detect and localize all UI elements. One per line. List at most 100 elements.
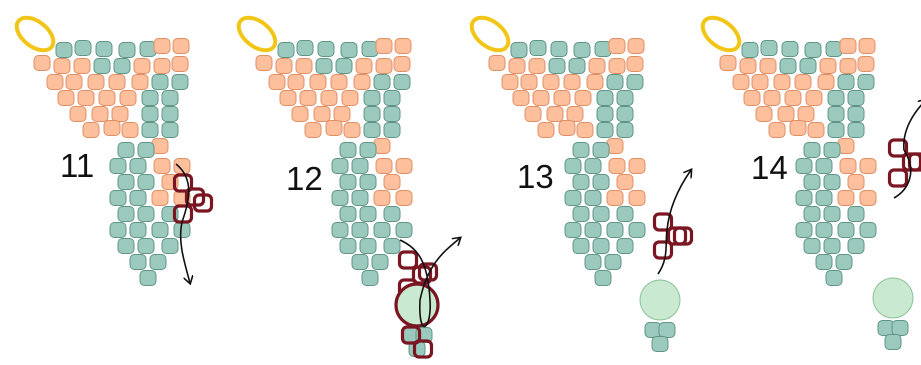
teal-bead bbox=[823, 174, 841, 190]
teal-bead bbox=[361, 270, 379, 286]
teal-bead bbox=[572, 142, 590, 158]
teal-bead bbox=[139, 270, 157, 286]
teal-bead bbox=[781, 41, 799, 57]
peach-bead bbox=[295, 58, 313, 74]
teal-bead bbox=[363, 90, 381, 106]
peach-bead bbox=[309, 74, 327, 90]
peach-bead bbox=[275, 58, 293, 74]
teal-bead bbox=[859, 222, 877, 238]
peach-bead bbox=[393, 56, 411, 72]
peach-bead bbox=[394, 38, 412, 54]
peach-bead bbox=[847, 174, 865, 190]
teal-bead bbox=[823, 142, 841, 158]
teal-bead bbox=[373, 222, 391, 238]
peach-bead bbox=[739, 58, 757, 74]
peach-bead bbox=[151, 190, 169, 206]
teal-bead bbox=[129, 158, 147, 174]
peach-bead bbox=[395, 158, 413, 174]
peach-bead bbox=[608, 158, 626, 174]
accent-bead bbox=[666, 226, 688, 246]
teal-bead bbox=[141, 106, 159, 122]
teal-bead bbox=[93, 58, 111, 74]
pearl-bead bbox=[394, 282, 440, 328]
step-panel-14 bbox=[700, 15, 921, 350]
teal-bead bbox=[339, 206, 357, 222]
peach-bead bbox=[797, 106, 815, 122]
peach-bead bbox=[566, 106, 584, 122]
teal-bead bbox=[339, 142, 357, 158]
teal-bead bbox=[815, 222, 833, 238]
teal-bead bbox=[161, 238, 179, 254]
accent-bead bbox=[887, 138, 909, 158]
peach-bead bbox=[153, 158, 171, 174]
peach-bead bbox=[628, 158, 646, 174]
teal-bead bbox=[626, 74, 644, 90]
peach-bead bbox=[501, 74, 519, 90]
peach-bead bbox=[794, 74, 812, 90]
peach-bead bbox=[743, 90, 761, 106]
teal-bead bbox=[383, 206, 401, 222]
step-label-13: 13 bbox=[517, 158, 554, 195]
peach-bead bbox=[375, 38, 393, 54]
teal-bead bbox=[835, 254, 853, 270]
teal-bead bbox=[606, 74, 624, 90]
peach-bead bbox=[588, 58, 606, 74]
peach-bead bbox=[576, 122, 594, 138]
teal-bead bbox=[584, 254, 602, 270]
teal-bead bbox=[651, 336, 669, 352]
teal-bead bbox=[137, 174, 155, 190]
accent-bead bbox=[901, 152, 921, 172]
peach-bead bbox=[304, 122, 322, 138]
peach-bead bbox=[628, 190, 646, 206]
peach-bead bbox=[773, 74, 791, 90]
teal-bead bbox=[827, 90, 845, 106]
teal-bead bbox=[340, 42, 358, 58]
teal-bead bbox=[55, 42, 73, 58]
peach-bead bbox=[819, 58, 837, 74]
teal-bead bbox=[550, 41, 568, 57]
peach-bead bbox=[119, 90, 137, 106]
peach-bead bbox=[343, 122, 361, 138]
teal-bead bbox=[592, 206, 610, 222]
peach-bead bbox=[532, 90, 550, 106]
peach-bead bbox=[325, 120, 343, 136]
teal-bead bbox=[151, 222, 169, 238]
teal-bead bbox=[592, 174, 610, 190]
teal-bead bbox=[117, 238, 135, 254]
teal-bead bbox=[592, 142, 610, 158]
teal-bead bbox=[317, 41, 335, 57]
teal-bead bbox=[837, 222, 855, 238]
peach-bead bbox=[103, 120, 121, 136]
teal-bead bbox=[371, 254, 389, 270]
peach-bead bbox=[558, 120, 576, 136]
teal-bead bbox=[118, 42, 136, 58]
peach-bead bbox=[46, 74, 64, 90]
peach-bead bbox=[57, 90, 75, 106]
thread-path bbox=[657, 170, 691, 275]
teal-bead bbox=[510, 42, 528, 58]
teal-bead bbox=[823, 206, 841, 222]
teal-bead bbox=[804, 42, 822, 58]
teal-bead bbox=[363, 122, 381, 138]
peach-bead bbox=[82, 122, 100, 138]
peach-bead bbox=[763, 90, 781, 106]
teal-bead bbox=[351, 254, 369, 270]
peach-bead bbox=[395, 190, 413, 206]
teal-bead bbox=[129, 190, 147, 206]
peach-bead bbox=[553, 90, 571, 106]
teal-bead bbox=[857, 74, 875, 90]
teal-bead bbox=[564, 190, 582, 206]
peach-bead bbox=[313, 106, 331, 122]
peach-bead bbox=[111, 106, 129, 122]
peach-bead bbox=[153, 58, 171, 74]
peach-bead bbox=[108, 74, 126, 90]
peach-bead bbox=[789, 120, 807, 136]
teal-bead bbox=[373, 74, 391, 90]
peach-bead bbox=[768, 122, 786, 138]
peach-bead bbox=[98, 90, 116, 106]
step-label-12: 12 bbox=[286, 160, 323, 197]
peach-bead bbox=[616, 174, 634, 190]
teal-bead bbox=[616, 238, 634, 254]
peach-bead bbox=[33, 55, 51, 71]
teal-bead bbox=[331, 158, 349, 174]
